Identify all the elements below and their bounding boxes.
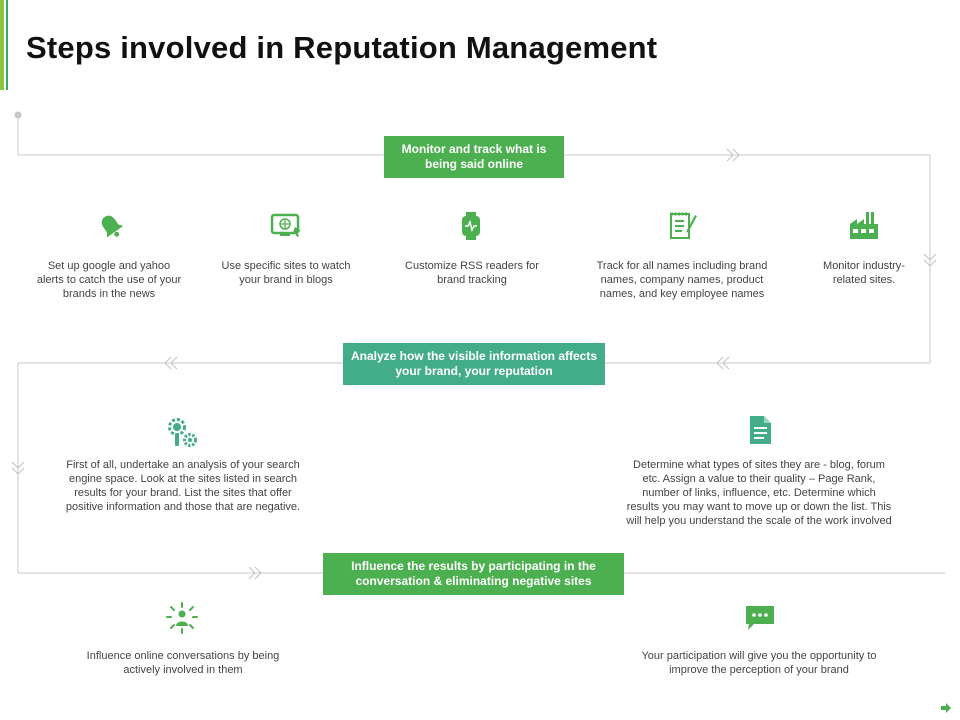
chat-bubble-icon [746, 606, 774, 630]
step-site-types-text: Determine what types of sites they are -… [626, 459, 892, 527]
step-blogs-text: Use specific sites to watch your brand i… [221, 260, 351, 286]
step-participation-text: Your participation will give you the opp… [641, 650, 877, 676]
page-title: Steps involved in Reputation Management [26, 30, 658, 65]
step-conversations-text: Influence online conversations by being … [86, 650, 280, 676]
search-gear-icon [168, 418, 197, 447]
bell-icon [101, 215, 124, 238]
stage-analyze-label: Analyze how the visible information affe… [343, 343, 605, 385]
step-search-analysis-text: First of all, undertake an analysis of y… [65, 459, 301, 513]
document-icon [750, 416, 771, 444]
factory-icon [850, 212, 878, 239]
stage-monitor-label: Monitor and track what is being said onl… [384, 136, 564, 178]
step-industry-text: Monitor industry-related sites. [823, 260, 905, 286]
monitor-globe-icon [270, 213, 301, 237]
step-names-text: Track for all names including brand name… [596, 260, 768, 300]
accent-bar-secondary [6, 0, 8, 90]
step-rss-text: Customize RSS readers for brand tracking [405, 260, 539, 286]
next-arrow-icon[interactable] [940, 702, 952, 714]
stage-influence-label: Influence the results by participating i… [323, 553, 624, 595]
checklist-icon [670, 212, 697, 239]
smartwatch-icon [462, 212, 480, 240]
accent-bar [0, 0, 4, 90]
step-alerts-text: Set up google and yahoo alerts to catch … [36, 260, 182, 300]
person-network-icon [166, 602, 198, 634]
